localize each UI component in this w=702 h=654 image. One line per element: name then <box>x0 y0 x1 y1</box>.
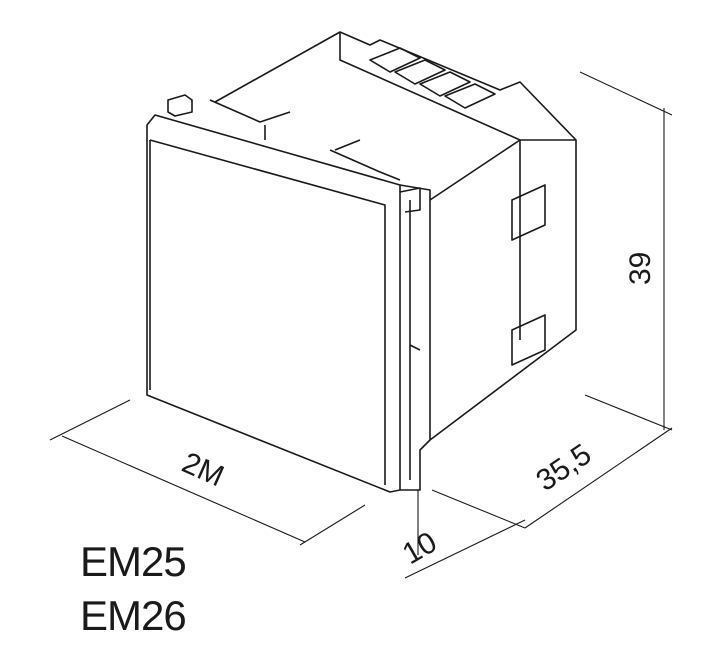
dimension-lines <box>49 71 673 579</box>
module-body <box>214 31 577 441</box>
model-label-em25: EM25 <box>80 538 187 585</box>
model-label-em26: EM26 <box>80 592 187 639</box>
dimension-front-thickness: 10 <box>397 526 442 571</box>
dimension-height: 39 <box>624 252 657 285</box>
module-front <box>146 94 431 493</box>
dimension-width: 2M <box>177 446 229 493</box>
dimension-depth: 35,5 <box>530 438 597 498</box>
